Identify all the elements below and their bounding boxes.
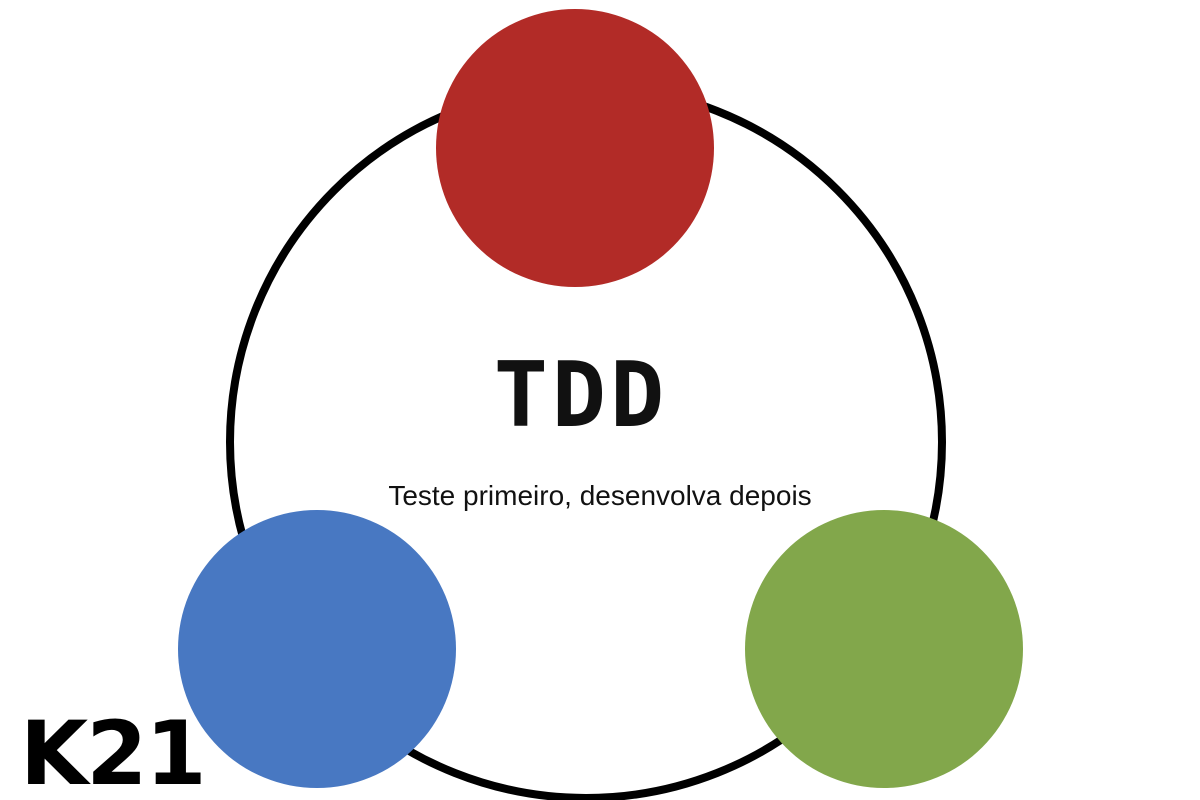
k21-logo: K21 [20,702,205,800]
diagram-title: TDD [494,343,669,448]
cycle-node-top [436,9,714,287]
cycle-node-bottom-left [178,510,456,788]
diagram-subtitle: Teste primeiro, desenvolva depois [388,480,811,511]
cycle-node-bottom-right [745,510,1023,788]
